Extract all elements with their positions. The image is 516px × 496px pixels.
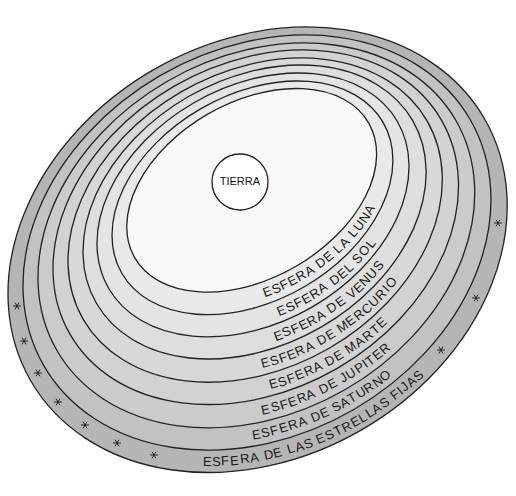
label-letter: A [249,450,260,464]
sphere-band: ESFERA DE MARTEESFERA DE MERCURIOESFERA … [50,47,462,407]
fixed-stars [14,220,502,458]
label-letter: R [239,452,250,466]
earth-outline [212,154,268,210]
sphere-ellipse [71,33,435,362]
earth-label: TIERRA [220,175,260,188]
sphere-ellipse [9,0,501,447]
sphere-band: ESFERA DE MERCURIOESFERA DE VENUSESFERA … [65,55,445,385]
earth-circle: TIERRA [210,152,270,212]
sphere-label: ESFERA DE LA LUNA [259,201,377,300]
sphere-band: ESFERA DEL SOLESFERA DE LA LUNATIERRA [94,70,412,340]
sphere-ellipse [50,19,457,390]
inner-ellipse [91,46,413,333]
sphere-band: ESFERA DE LA LUNA TIERRA [109,78,396,318]
sphere-ellipse [0,0,516,476]
label-letter: S [212,455,221,468]
sphere-band: ESFERA DE VENUSESFERA DEL SOLESFERA DE L… [80,62,429,362]
label-letter: E [203,455,212,468]
label-letter: F [221,454,230,467]
label-letter: E [230,453,240,467]
sphere-band: ESFERA DE LAS ESTRELLAS FIJASESFERA DE S… [5,24,510,475]
label-letter: E [272,445,284,460]
sphere-band: ESFERA DE SATURNOESFERA DE JUPITERESFERA… [20,32,494,453]
sphere-ellipse [30,6,479,419]
